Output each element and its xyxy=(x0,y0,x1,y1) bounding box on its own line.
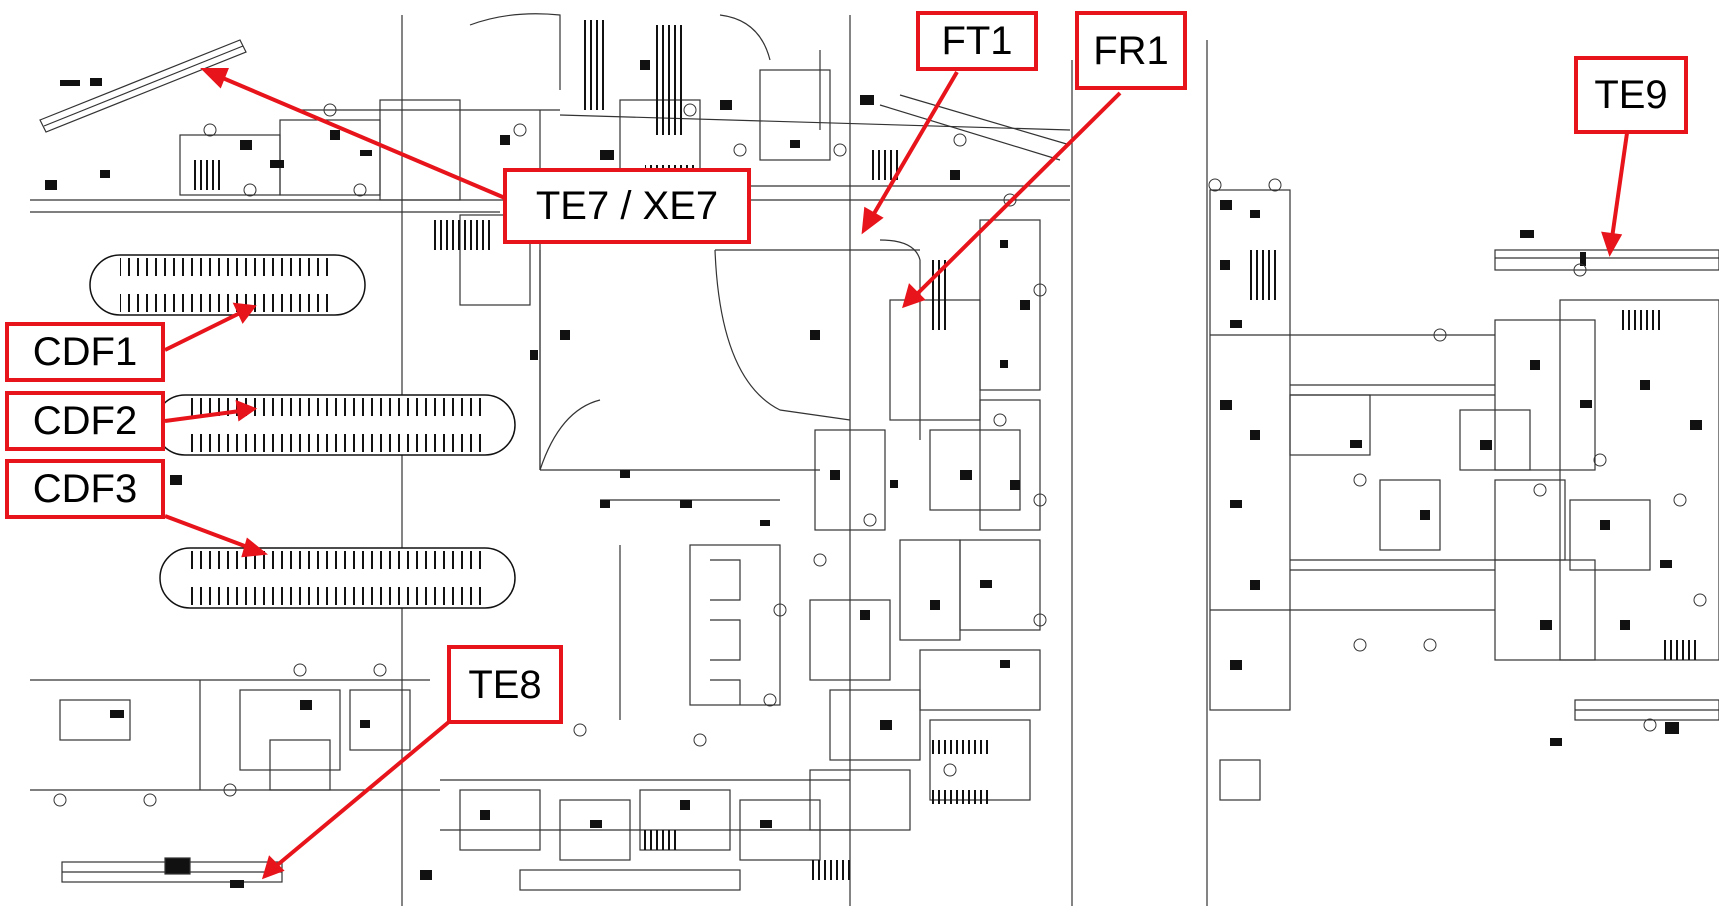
callout-te9: TE9 xyxy=(1574,56,1688,134)
callout-fr1: FR1 xyxy=(1075,11,1187,90)
boarding-bridge-te8 xyxy=(61,857,283,883)
callout-te7: TE7 / XE7 xyxy=(503,168,751,244)
callout-te8: TE8 xyxy=(447,645,563,724)
bridge-cdf3 xyxy=(159,547,516,609)
equipment-circles-right xyxy=(1208,178,1707,732)
callout-cdf3: CDF3 xyxy=(5,459,165,519)
right-plan xyxy=(1206,40,1719,906)
equipment-symbols-right xyxy=(1220,200,1702,746)
left-plan xyxy=(30,13,1073,906)
callout-cdf1: CDF1 xyxy=(5,322,165,382)
callout-arrows xyxy=(164,68,1629,880)
callout-ft1: FT1 xyxy=(916,11,1038,71)
boarding-bridge-te7 xyxy=(39,39,247,133)
bridge-cdf1 xyxy=(89,254,366,316)
callout-cdf2: CDF2 xyxy=(5,391,165,451)
bridge-cdf2 xyxy=(154,394,516,456)
right-stair-hatching xyxy=(1250,250,1700,660)
equipment-symbols-left xyxy=(45,60,1030,888)
